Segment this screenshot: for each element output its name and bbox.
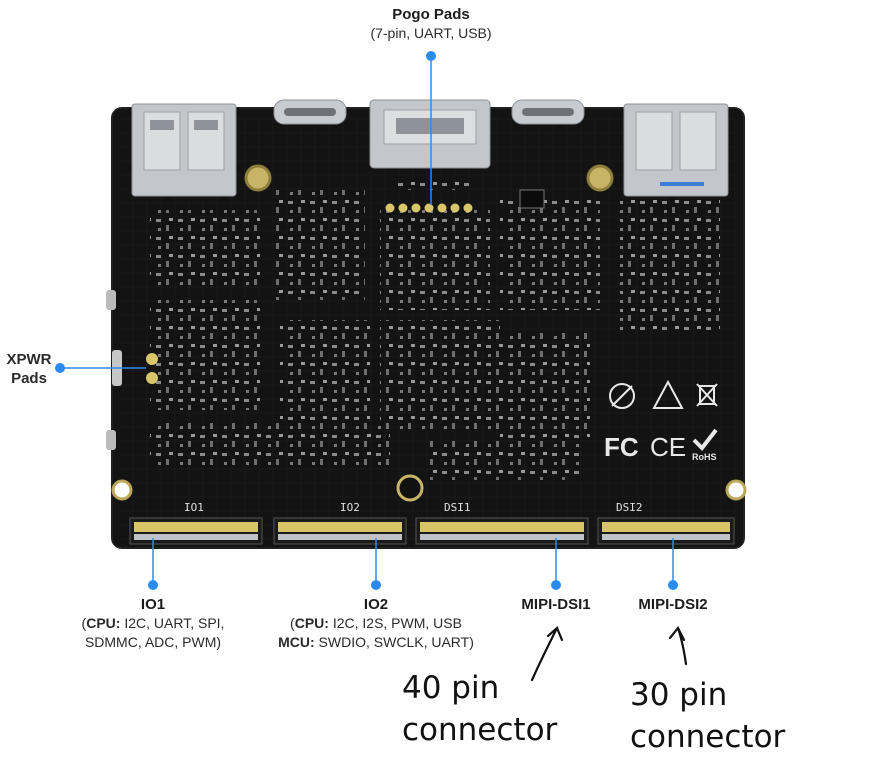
compliance-marks: FC CE RoHS [604, 379, 718, 462]
mount-hole [111, 479, 133, 501]
io2-title: IO2 [363, 596, 389, 613]
mipi-dsi2-title: MIPI-DSI2 [638, 596, 708, 613]
io2-mcu-label: MCU: [278, 634, 315, 650]
handwritten-40pin-note: 40 pin connector [402, 667, 557, 751]
mount-hole [725, 479, 747, 501]
xpwr-callout-dot [55, 363, 65, 373]
io1-line2: SDMMC, ADC, PWM) [84, 634, 222, 650]
silk-dsi1: DSI1 [444, 501, 471, 514]
io2-open-paren: ( [290, 615, 295, 631]
dsi1-callout-dot [551, 580, 561, 590]
io2-mcu-list: SWDIO, SWCLK, UART) [314, 634, 474, 650]
mount-hole [586, 164, 614, 192]
pogo-callout-dot [426, 51, 436, 61]
xpwr-line1: XPWR [6, 351, 52, 368]
mount-hole [396, 474, 424, 502]
usb-c-port-right [511, 99, 585, 125]
xpwr-pads-label: XPWR Pads [0, 350, 58, 388]
io1-connector [129, 517, 263, 545]
io2-label: IO2 (CPU: I2C, I2S, PWM, USB MCU: SWDIO,… [256, 595, 496, 652]
silk-io1: IO1 [184, 501, 204, 514]
silk-io2: IO2 [340, 501, 360, 514]
dsi2-connector [597, 517, 735, 545]
handdrawn-arrow-left [530, 626, 564, 682]
xpwr-line2: Pads [11, 370, 47, 387]
pb-free-icon [609, 383, 635, 409]
pogo-pads-sub: (7-pin, UART, USB) [370, 25, 492, 41]
usb-a-port-right [623, 103, 729, 197]
rohs-check-icon [692, 428, 718, 452]
handwritten-30pin-note: 30 pin connector [630, 674, 785, 758]
hdmi-port [369, 99, 491, 169]
mipi-dsi1-label: MIPI-DSI1 [486, 595, 626, 614]
io1-callout-dot [148, 580, 158, 590]
weee-bin-icon [699, 385, 715, 405]
mipi-dsi1-title: MIPI-DSI1 [521, 596, 591, 613]
io1-label: IO1 (CPU: I2C, UART, SPI, SDMMC, ADC, PW… [53, 595, 253, 652]
esd-warning-icon [652, 379, 684, 409]
dsi1-connector [415, 517, 589, 545]
pogo-pads [385, 178, 473, 213]
io1-cpu-label: CPU: [86, 615, 121, 631]
io1-cpu-list: I2C, UART, SPI, [120, 615, 225, 631]
handwritten-30pin-line2: connector [630, 719, 786, 755]
handdrawn-arrow-right [668, 625, 688, 666]
handwritten-30pin-line1: 30 pin [630, 677, 728, 713]
io2-cpu-label: CPU: [294, 615, 329, 631]
io2-cpu-list: I2C, I2S, PWM, USB [328, 615, 462, 631]
ce-mark: CE [650, 432, 686, 462]
silk-dsi2: DSI2 [616, 501, 643, 514]
io1-open-paren: ( [81, 615, 87, 631]
mipi-dsi2-label: MIPI-DSI2 [603, 595, 743, 614]
mount-hole [244, 164, 272, 192]
io2-connector [273, 517, 407, 545]
fcc-mark: FC [604, 432, 639, 462]
io2-callout-dot [371, 580, 381, 590]
dsi2-callout-dot [668, 580, 678, 590]
rohs-mark: RoHS [692, 452, 717, 462]
usb-c-port-left [273, 99, 347, 125]
pogo-pads-label: Pogo Pads (7-pin, UART, USB) [331, 5, 531, 43]
usb-a-port-left [131, 103, 237, 197]
handwritten-40pin-line1: 40 pin [402, 670, 500, 706]
pogo-pads-title: Pogo Pads [392, 6, 470, 23]
handwritten-40pin-line2: connector [402, 712, 558, 748]
io1-title: IO1 [140, 596, 166, 613]
